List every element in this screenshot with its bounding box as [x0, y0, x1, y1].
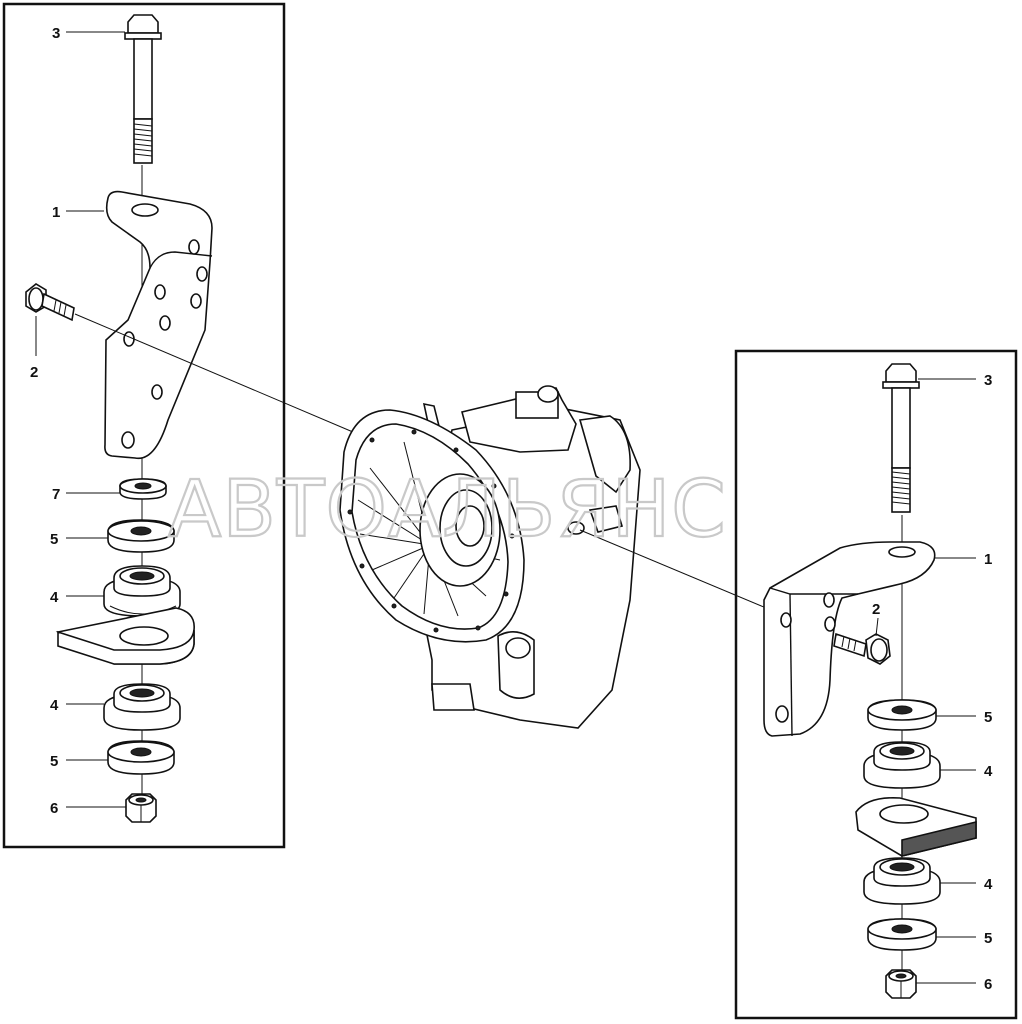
right-callout-screw: 2 — [872, 601, 880, 618]
left-callout-washer-small: 7 — [52, 486, 60, 503]
left-bracket — [104, 190, 213, 460]
left-callout-washer-bottom: 5 — [50, 753, 58, 770]
right-nut — [885, 969, 917, 999]
left-washer-small — [119, 478, 167, 500]
right-callout-washer-top: 5 — [984, 709, 992, 726]
right-bracket — [763, 541, 936, 737]
left-washer-top — [107, 519, 175, 553]
left-callout-bolt: 3 — [52, 25, 60, 42]
left-callout-screw: 2 — [30, 364, 38, 381]
right-plate — [855, 796, 977, 858]
right-callout-mount-bottom: 4 — [984, 876, 993, 893]
right-washer-top — [867, 699, 937, 731]
right-mount-top — [863, 741, 941, 789]
right-screw — [833, 632, 891, 665]
right-callout-bracket: 1 — [984, 551, 992, 568]
left-callout-nut: 6 — [50, 800, 58, 817]
right-washer-bottom — [867, 918, 937, 951]
left-screw — [25, 283, 75, 322]
left-callout-washer-top: 5 — [50, 531, 58, 548]
left-washer-bottom — [107, 740, 175, 775]
watermark: АВТОАЛЬЯНС — [168, 465, 727, 555]
right-mount-bottom — [863, 857, 941, 905]
left-callout-mount-bottom: 4 — [50, 697, 59, 714]
left-nut — [125, 793, 157, 823]
left-assembly-frame — [2, 2, 286, 849]
left-mount-top — [103, 565, 181, 617]
left-mount-bottom — [103, 683, 181, 731]
left-plate — [55, 607, 195, 665]
left-bolt — [124, 14, 162, 164]
right-leader-lines — [875, 378, 976, 984]
right-bolt — [882, 363, 920, 513]
right-callout-nut: 6 — [984, 976, 992, 993]
right-callout-bolt: 3 — [984, 372, 992, 389]
right-assembly-frame — [734, 349, 1018, 1020]
right-callout-washer-bottom: 5 — [984, 930, 992, 947]
left-leader-lines — [35, 31, 126, 808]
gearbox-housing — [74, 313, 791, 729]
left-callout-mount-top: 4 — [50, 589, 59, 606]
left-callout-bracket: 1 — [52, 204, 60, 221]
right-callout-mount-top: 4 — [984, 763, 993, 780]
